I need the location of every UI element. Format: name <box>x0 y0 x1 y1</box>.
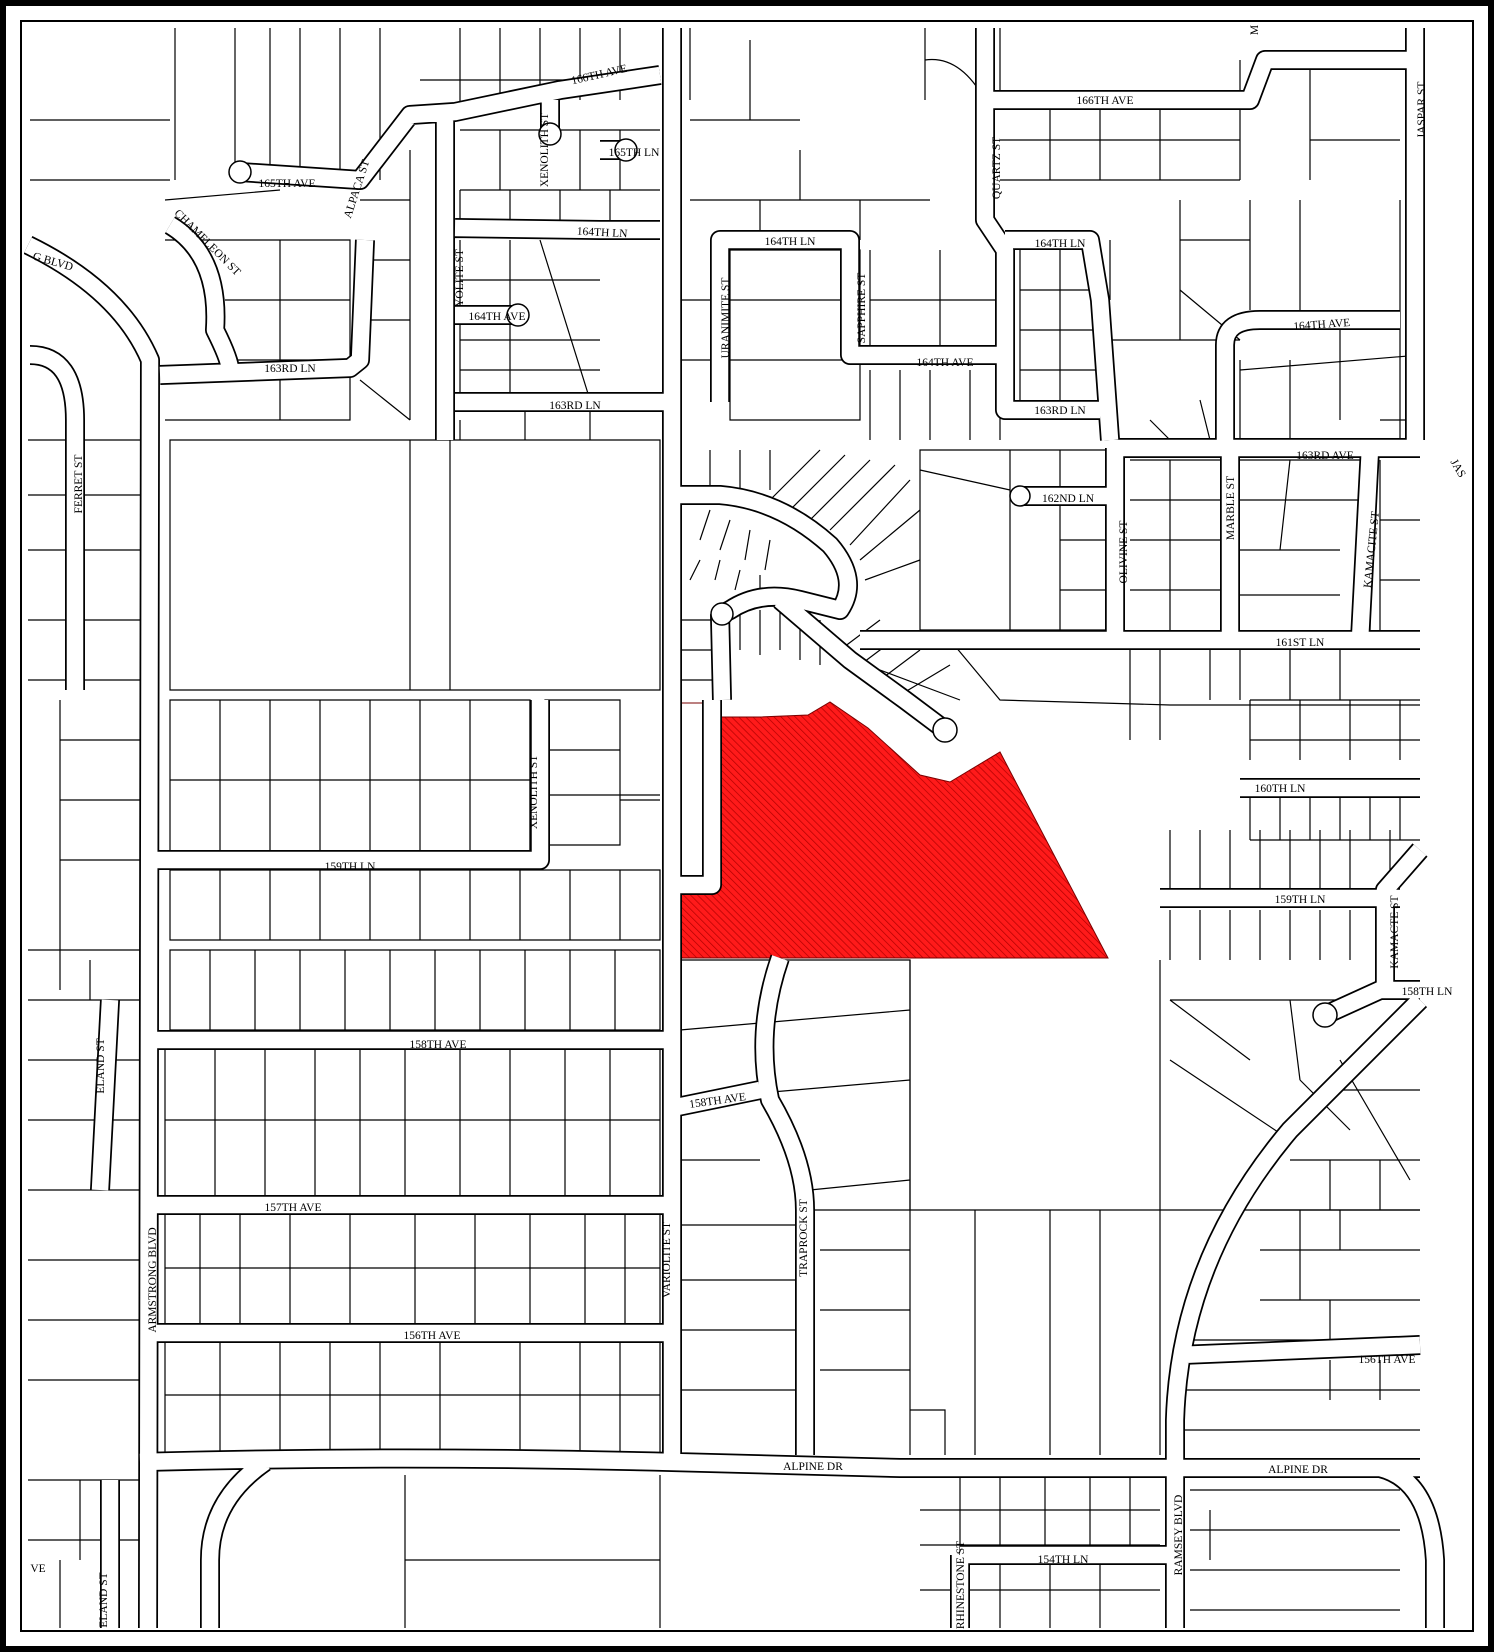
label-156th-ave-east: 156TH AVE <box>1359 1354 1416 1366</box>
label-163rd-ln-mid: 163RD LN <box>549 400 601 412</box>
label-163rd-ln-west: 163RD LN <box>264 363 316 375</box>
label-quartz-st: QUARTZ ST <box>991 137 1003 199</box>
label-163rd-ln-east: 163RD LN <box>1034 405 1086 417</box>
label-eland-st-south: ELAND ST <box>98 1572 110 1627</box>
label-165th-ave: 165TH AVE <box>259 178 316 190</box>
label-xenolith-st-north: XENOLITH ST <box>539 113 551 187</box>
label-rhinestone-st: RHINESTONE ST <box>955 1541 967 1629</box>
label-variolite-st: VARIOLITE ST <box>661 1222 673 1298</box>
label-xenolith-st-south: XENOLITH ST <box>528 755 540 829</box>
label-164th-ln-east: 164TH LN <box>1035 238 1086 250</box>
label-top-fragment: M <box>1249 25 1261 35</box>
label-164th-ave-east: 164TH AVE <box>1293 317 1351 333</box>
label-159th-ln-east: 159TH LN <box>1275 894 1326 906</box>
label-ave-fragment: VE <box>30 1563 45 1575</box>
label-158th-ln: 158TH LN <box>1402 986 1453 998</box>
label-166th-ave-east: 166TH AVE <box>1077 95 1134 107</box>
label-sapphire-st: SAPPHIRE ST <box>856 273 868 344</box>
label-ramsey-blvd: RAMSEY BLVD <box>1173 1495 1185 1576</box>
label-164th-ave-west: 164TH AVE <box>469 311 526 323</box>
label-154th-ln: 154TH LN <box>1038 1554 1089 1566</box>
label-163rd-ave: 163RD AVE <box>1296 450 1354 462</box>
label-ferret-st: FERRET ST <box>73 455 85 514</box>
road-network <box>24 28 1445 1628</box>
label-162nd-ln: 162ND LN <box>1042 493 1095 505</box>
label-164th-ln-mid: 164TH LN <box>765 236 816 248</box>
label-164th-ave-mid: 164TH AVE <box>917 357 974 369</box>
label-165th-ln: 165TH LN <box>609 147 660 159</box>
label-161st-ln: 161ST LN <box>1276 637 1325 649</box>
label-traprock-st: TRAPROCK ST <box>798 1199 810 1277</box>
label-jaspar-st: JASPAR ST <box>1416 82 1428 139</box>
cul-de-sacs <box>228 122 1338 1028</box>
highlighted-parcel[interactable] <box>675 701 1109 959</box>
label-159th-ln-west: 159TH LN <box>325 861 376 873</box>
label-alpine-dr-east: ALPINE DR <box>1268 1464 1328 1476</box>
label-jaspar-fragment: JAS <box>1448 457 1468 480</box>
label-158th-ave-west: 158TH AVE <box>410 1039 467 1051</box>
label-156th-ave-west: 156TH AVE <box>404 1330 461 1342</box>
label-160th-ln: 160TH LN <box>1255 783 1306 795</box>
label-eland-st-north: ELAND ST <box>95 1038 107 1093</box>
label-armstrong-blvd: ARMSTRONG BLVD <box>147 1227 159 1332</box>
label-olivine-st: OLIVINE ST <box>1118 521 1130 584</box>
label-164th-ln-west: 164TH LN <box>576 226 628 241</box>
label-kamacite-st-south: KAMACTE ST <box>1389 895 1401 968</box>
label-alpine-dr-west: ALPINE DR <box>783 1461 843 1473</box>
label-yolite-st: YOLITE ST <box>454 249 466 307</box>
label-uranimite-st: URANIMITE ST <box>720 278 732 359</box>
label-marble-st: MARBLE ST <box>1225 476 1237 540</box>
label-157th-ave: 157TH AVE <box>265 1202 322 1214</box>
